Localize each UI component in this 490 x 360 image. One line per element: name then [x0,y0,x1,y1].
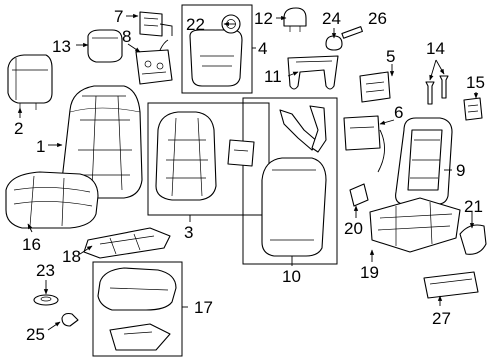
part-12-headrest-guide [283,7,307,32]
part-21-shield [459,224,487,255]
callout-14: 14 [426,39,445,58]
callout-23: 23 [36,261,55,280]
part-18-cushion-pan [83,227,171,259]
callout-numbers: 7 13 8 22 4 12 24 26 11 5 14 15 6 9 1 2 … [14,7,485,344]
callout-6: 6 [394,103,403,122]
group-box-3 [147,102,270,216]
callout-11: 11 [264,67,282,86]
part-26-rod [341,26,363,39]
part-27-cover-panel [423,271,479,299]
callout-26: 26 [368,9,387,28]
part-3-seatback-assembly [155,111,255,201]
part-23-grommet [33,294,59,306]
callout-8: 8 [122,27,131,46]
callout-9: 9 [456,161,465,180]
callout-22: 22 [186,15,205,34]
part-24-knob [325,35,343,51]
part-6-module [343,115,385,173]
callout-13: 13 [52,37,71,56]
callout-18: 18 [62,247,81,266]
part-25-clip [61,312,79,327]
part-15-clip [463,97,483,121]
part-9-seatback-frame [395,117,453,205]
part-8-back-panel [135,39,173,85]
group-box-17 [92,261,183,357]
part-16-cushion-cover [5,171,99,229]
callout-4: 4 [258,39,267,58]
part-17-cushion [97,267,177,351]
callout-20: 20 [344,219,363,238]
callout-12: 12 [254,9,273,28]
part-11-upper-frame [287,55,339,90]
callout-24: 24 [322,9,341,28]
callout-17: 17 [194,298,213,317]
part-20-bracket [349,183,369,207]
part-5-recliner [359,71,391,103]
group-box-4 [181,4,253,94]
leader-lines [17,13,479,331]
callout-1: 1 [36,137,45,156]
callout-27: 27 [432,309,451,328]
part-4-back-panel [189,29,243,87]
callout-5: 5 [386,47,395,66]
callout-3: 3 [184,223,193,242]
callout-15: 15 [466,73,485,92]
callout-2: 2 [14,119,23,138]
group-box-10 [242,97,338,265]
callout-7: 7 [114,7,123,26]
callout-19: 19 [360,263,379,282]
callout-21: 21 [464,197,483,216]
part-10-frame-assembly [261,105,327,257]
callout-16: 16 [22,235,41,254]
part-7-bracket-panel [139,11,173,37]
callout-10: 10 [282,267,301,286]
part-2-headrest-pad [7,54,53,110]
part-13-headrest [87,29,123,63]
part-14-bolts [425,75,449,105]
part-19-seat-track [369,197,461,253]
callout-25: 25 [26,325,45,344]
